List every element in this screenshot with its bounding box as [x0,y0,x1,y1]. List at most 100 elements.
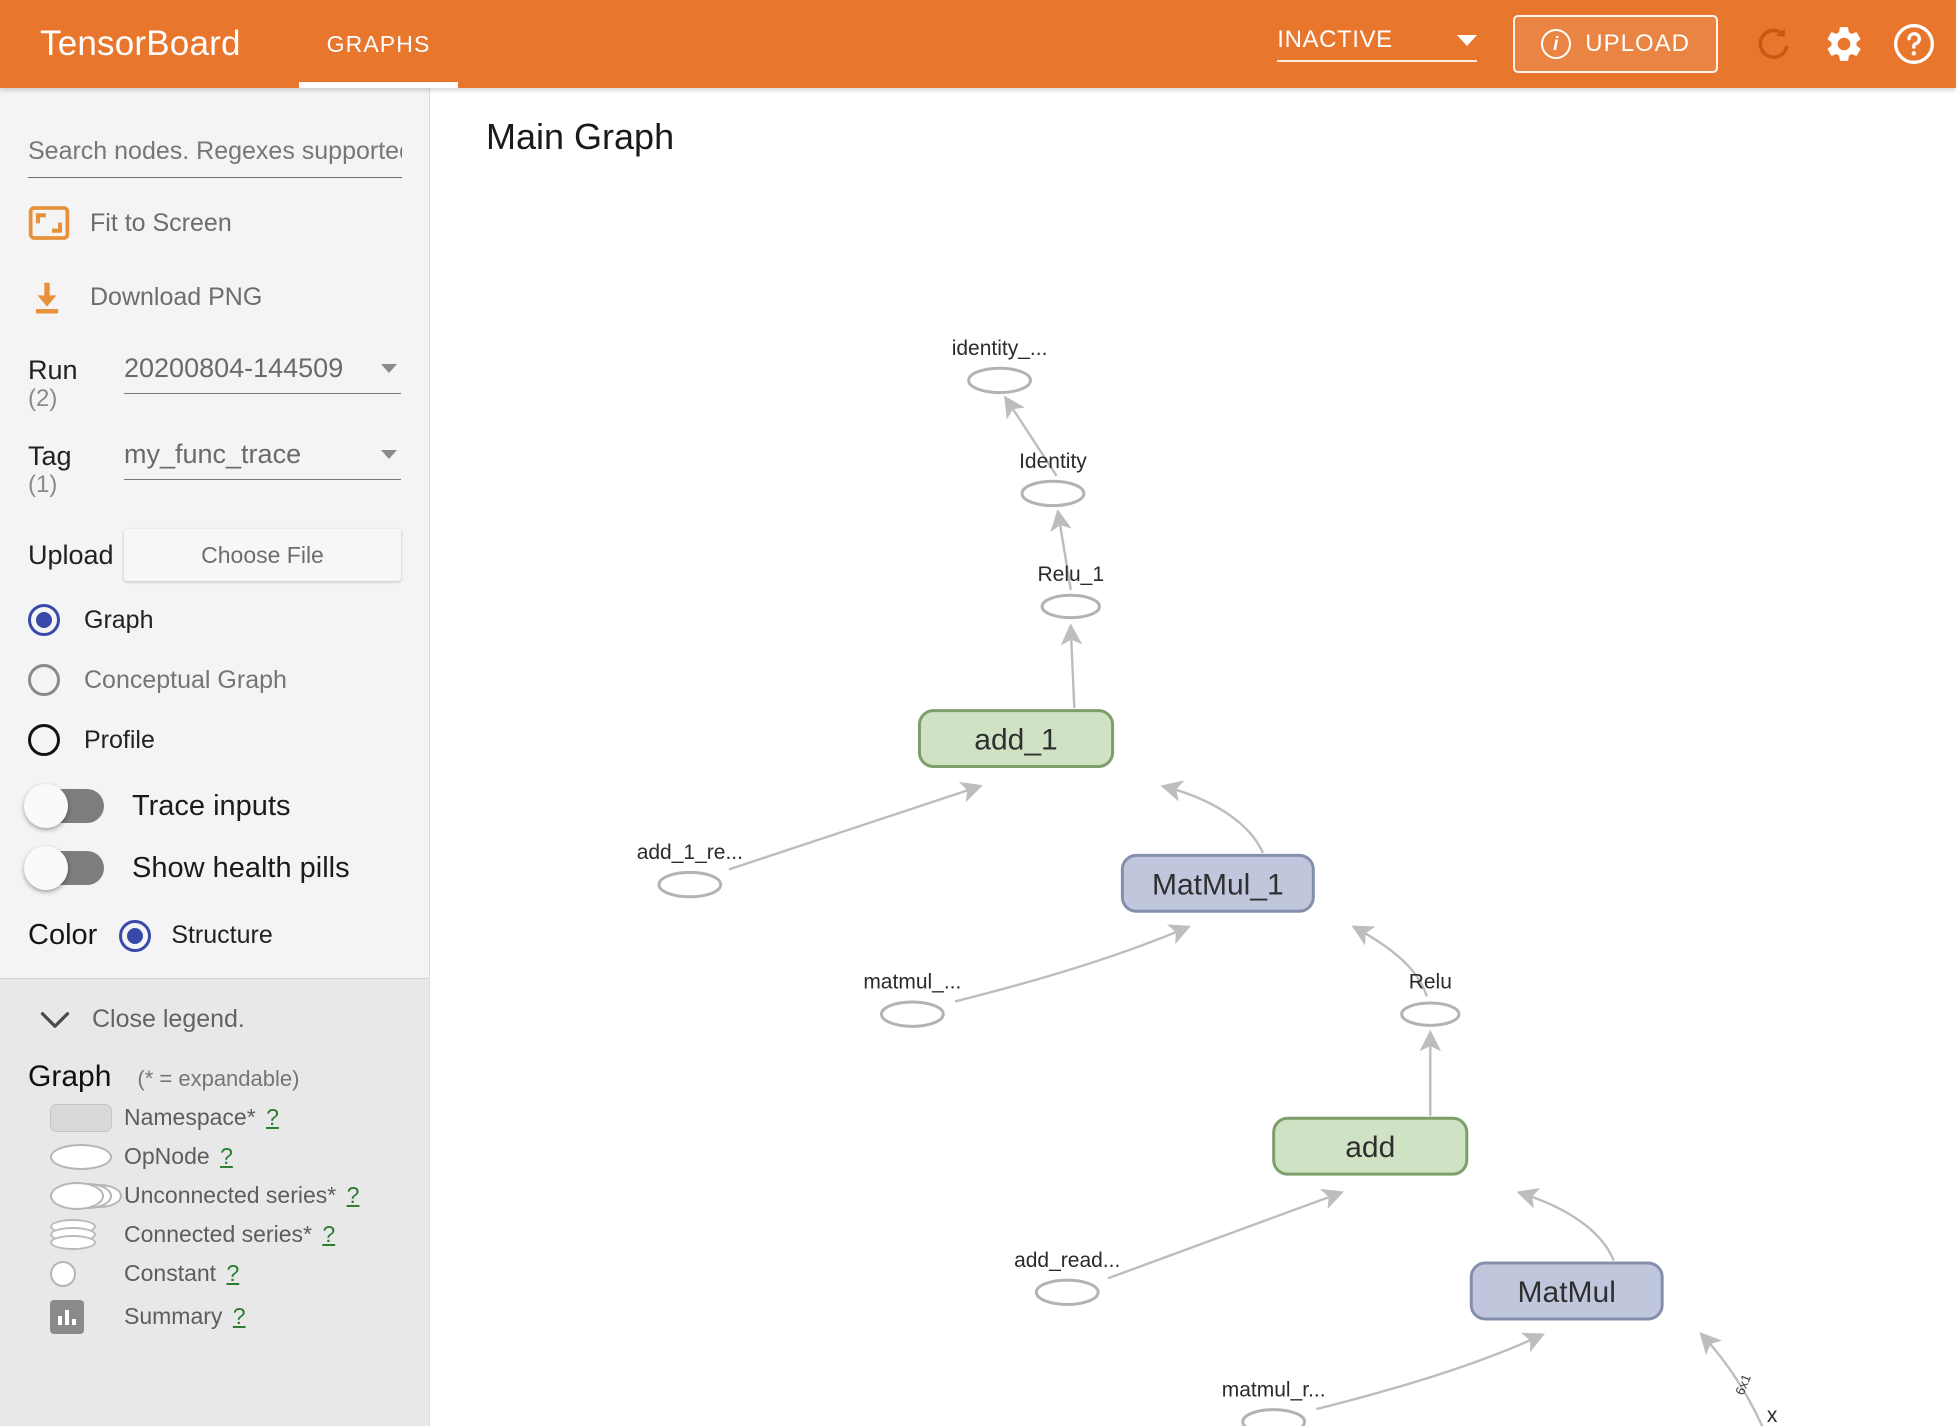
legend-item-opnode: OpNode ? [28,1141,401,1172]
node-label: add_read... [1014,1249,1120,1272]
toggle-show-health-pills-switch[interactable] [24,846,104,891]
namespace-glyph-icon [28,1103,124,1132]
graph-node-add[interactable]: add [1272,1116,1469,1176]
help-link[interactable]: ? [232,1303,246,1330]
opnode-shape [879,1000,945,1028]
help-icon[interactable] [1886,16,1942,72]
graph-node-add_read[interactable]: add_read... [1014,1249,1120,1306]
graph-edges: 6x1 [728,395,1764,1426]
tag-count: (1) [28,470,58,498]
chevron-down-icon [40,1011,70,1029]
graph-node-Relu_1[interactable]: Relu_1 [1037,563,1104,620]
legend-connected-series-label: Connected series* ? [124,1221,336,1248]
legend-summary-label: Summary ? [124,1303,246,1330]
tag-label: Tag [28,440,72,471]
toggle-knob [24,846,68,891]
legend-title: Graph [28,1060,112,1094]
graph-node-Identity[interactable]: Identity [1019,450,1087,508]
help-link[interactable]: ? [266,1104,279,1131]
graph-node-MatMul_1[interactable]: MatMul_1 [1120,853,1315,913]
legend-opnode-label: OpNode ? [124,1143,233,1170]
graph-edge [1060,623,1083,709]
toggle-trace-inputs-label: Trace inputs [132,789,291,822]
info-icon: i [1541,29,1572,59]
upload-row: Upload Choose File [28,529,401,582]
opnode-shape [967,366,1032,395]
radio-graph-label: Graph [84,605,154,634]
toggle-show-health-pills-label: Show health pills [132,851,350,884]
node-label: Relu [1409,971,1452,994]
tag-select[interactable]: my_func_trace [124,436,401,480]
edge-label: 6x1 [1732,1372,1754,1397]
opnode-shape [657,870,723,899]
tab-graphs-label: GRAPHS [326,30,431,57]
search-input[interactable] [28,130,402,178]
constant-glyph-icon [28,1260,124,1287]
graph-node-matmul_read[interactable]: matmul_r... [1222,1378,1326,1426]
radio-conceptual-graph[interactable]: Conceptual Graph [28,659,401,701]
node-label: MatMul [1518,1276,1616,1309]
graph-edge [1050,509,1072,591]
radio-profile-label: Profile [84,725,155,754]
node-label: add [1345,1131,1395,1164]
run-label-group: Run (2) [28,350,124,412]
radio-graph-indicator [28,604,60,637]
settings-icon[interactable] [1816,16,1872,72]
radio-graph[interactable]: Graph [28,599,401,641]
chevron-down-icon [1457,34,1478,46]
graph-node-MatMul[interactable]: MatMul [1469,1261,1664,1321]
graph-node-identity_out[interactable]: identity_... [952,337,1048,395]
help-link[interactable]: ? [322,1221,336,1248]
graph-edge [1316,1332,1546,1411]
legend-namespace-label: Namespace* ? [124,1104,279,1131]
graph-node-add_1_read[interactable]: add_1_re... [637,841,743,899]
graph-edge [1516,1187,1615,1261]
unconnected-series-glyph-icon [28,1181,124,1210]
run-select[interactable]: 20200804-144509 [124,350,401,394]
legend-item-unconnected-series: Unconnected series* ? [28,1180,401,1211]
run-status-dropdown[interactable]: INACTIVE [1277,26,1478,62]
help-link[interactable]: ? [220,1143,233,1170]
choose-file-button[interactable]: Choose File [124,529,401,582]
legend-title-row: Graph (* = expandable) [28,1060,401,1094]
graph-node-add_1[interactable]: add_1 [917,709,1115,768]
legend-item-connected-series: Connected series* ? [28,1218,401,1250]
radio-conceptual-graph-indicator [28,664,60,697]
radio-structure-indicator[interactable] [119,919,152,952]
app-brand: TensorBoard [40,24,241,63]
radio-profile[interactable]: Profile [28,719,401,761]
close-legend-button[interactable]: Close legend. [28,1005,401,1034]
download-png-button[interactable]: Download PNG [28,268,401,326]
toggle-trace-inputs-switch[interactable] [24,784,104,829]
run-label: Run [28,355,78,385]
graph-node-matmul_1_read[interactable]: matmul_... [863,971,961,1028]
refresh-icon[interactable] [1746,16,1802,72]
legend-subtitle: (* = expandable) [137,1066,300,1092]
run-value: 20200804-144509 [124,353,344,383]
node-box-shape [917,709,1115,768]
toggle-show-health-pills[interactable]: Show health pills [24,846,401,891]
graph-node-Relu[interactable]: Relu [1400,971,1461,1027]
node-label: Relu_1 [1037,563,1104,586]
legend-panel: Close legend. Graph (* = expandable) Nam… [0,978,429,1426]
color-label: Color [28,919,98,952]
help-link[interactable]: ? [346,1182,360,1209]
chevron-down-icon [381,449,397,459]
legend-item-summary: Summary ? [28,1299,401,1334]
app-header: TensorBoard GRAPHS INACTIVE i UPLOAD [0,0,1956,88]
graph-edge [1160,780,1265,854]
fit-to-screen-button[interactable]: Fit to Screen [28,194,401,252]
upload-button[interactable]: i UPLOAD [1513,15,1718,73]
toggle-trace-inputs[interactable]: Trace inputs [24,784,401,829]
graph-edge [1004,395,1058,477]
sidebar: Fit to Screen Download PNG Run (2) [0,88,430,1426]
tab-graphs[interactable]: GRAPHS [298,0,459,88]
upload-label: Upload [28,539,114,570]
help-link[interactable]: ? [226,1260,240,1287]
upload-button-label: UPLOAD [1585,30,1690,57]
graph-node-x[interactable]: x [1740,1404,1804,1426]
opnode-glyph-icon [28,1143,124,1170]
